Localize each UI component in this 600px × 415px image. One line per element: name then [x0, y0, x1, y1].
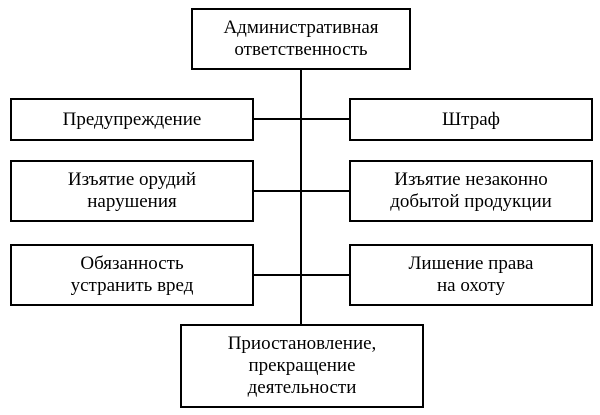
left-node-2: Изъятие орудий нарушения	[10, 160, 254, 222]
left-node-2-label: Изъятие орудий нарушения	[67, 169, 197, 212]
left-node-3-label: Обязанность устранить вред	[70, 253, 194, 296]
bottom-node-label: Приостановление, прекращение деятельност…	[227, 333, 377, 398]
right-node-2-label: Изъятие незаконно добытой продукции	[390, 169, 552, 212]
left-node-1-label: Предупреждение	[62, 108, 202, 130]
right-node-1: Штраф	[349, 98, 593, 141]
right-node-3: Лишение права на охоту	[349, 244, 593, 306]
right-node-3-label: Лишение права на охоту	[408, 253, 534, 296]
root-node-label: Административная ответственность	[223, 17, 379, 60]
left-node-1: Предупреждение	[10, 98, 254, 141]
left-node-3: Обязанность устранить вред	[10, 244, 254, 306]
root-node: Административная ответственность	[191, 8, 411, 70]
right-node-1-label: Штраф	[442, 108, 500, 130]
bottom-node: Приостановление, прекращение деятельност…	[180, 324, 424, 408]
right-node-2: Изъятие незаконно добытой продукции	[349, 160, 593, 222]
